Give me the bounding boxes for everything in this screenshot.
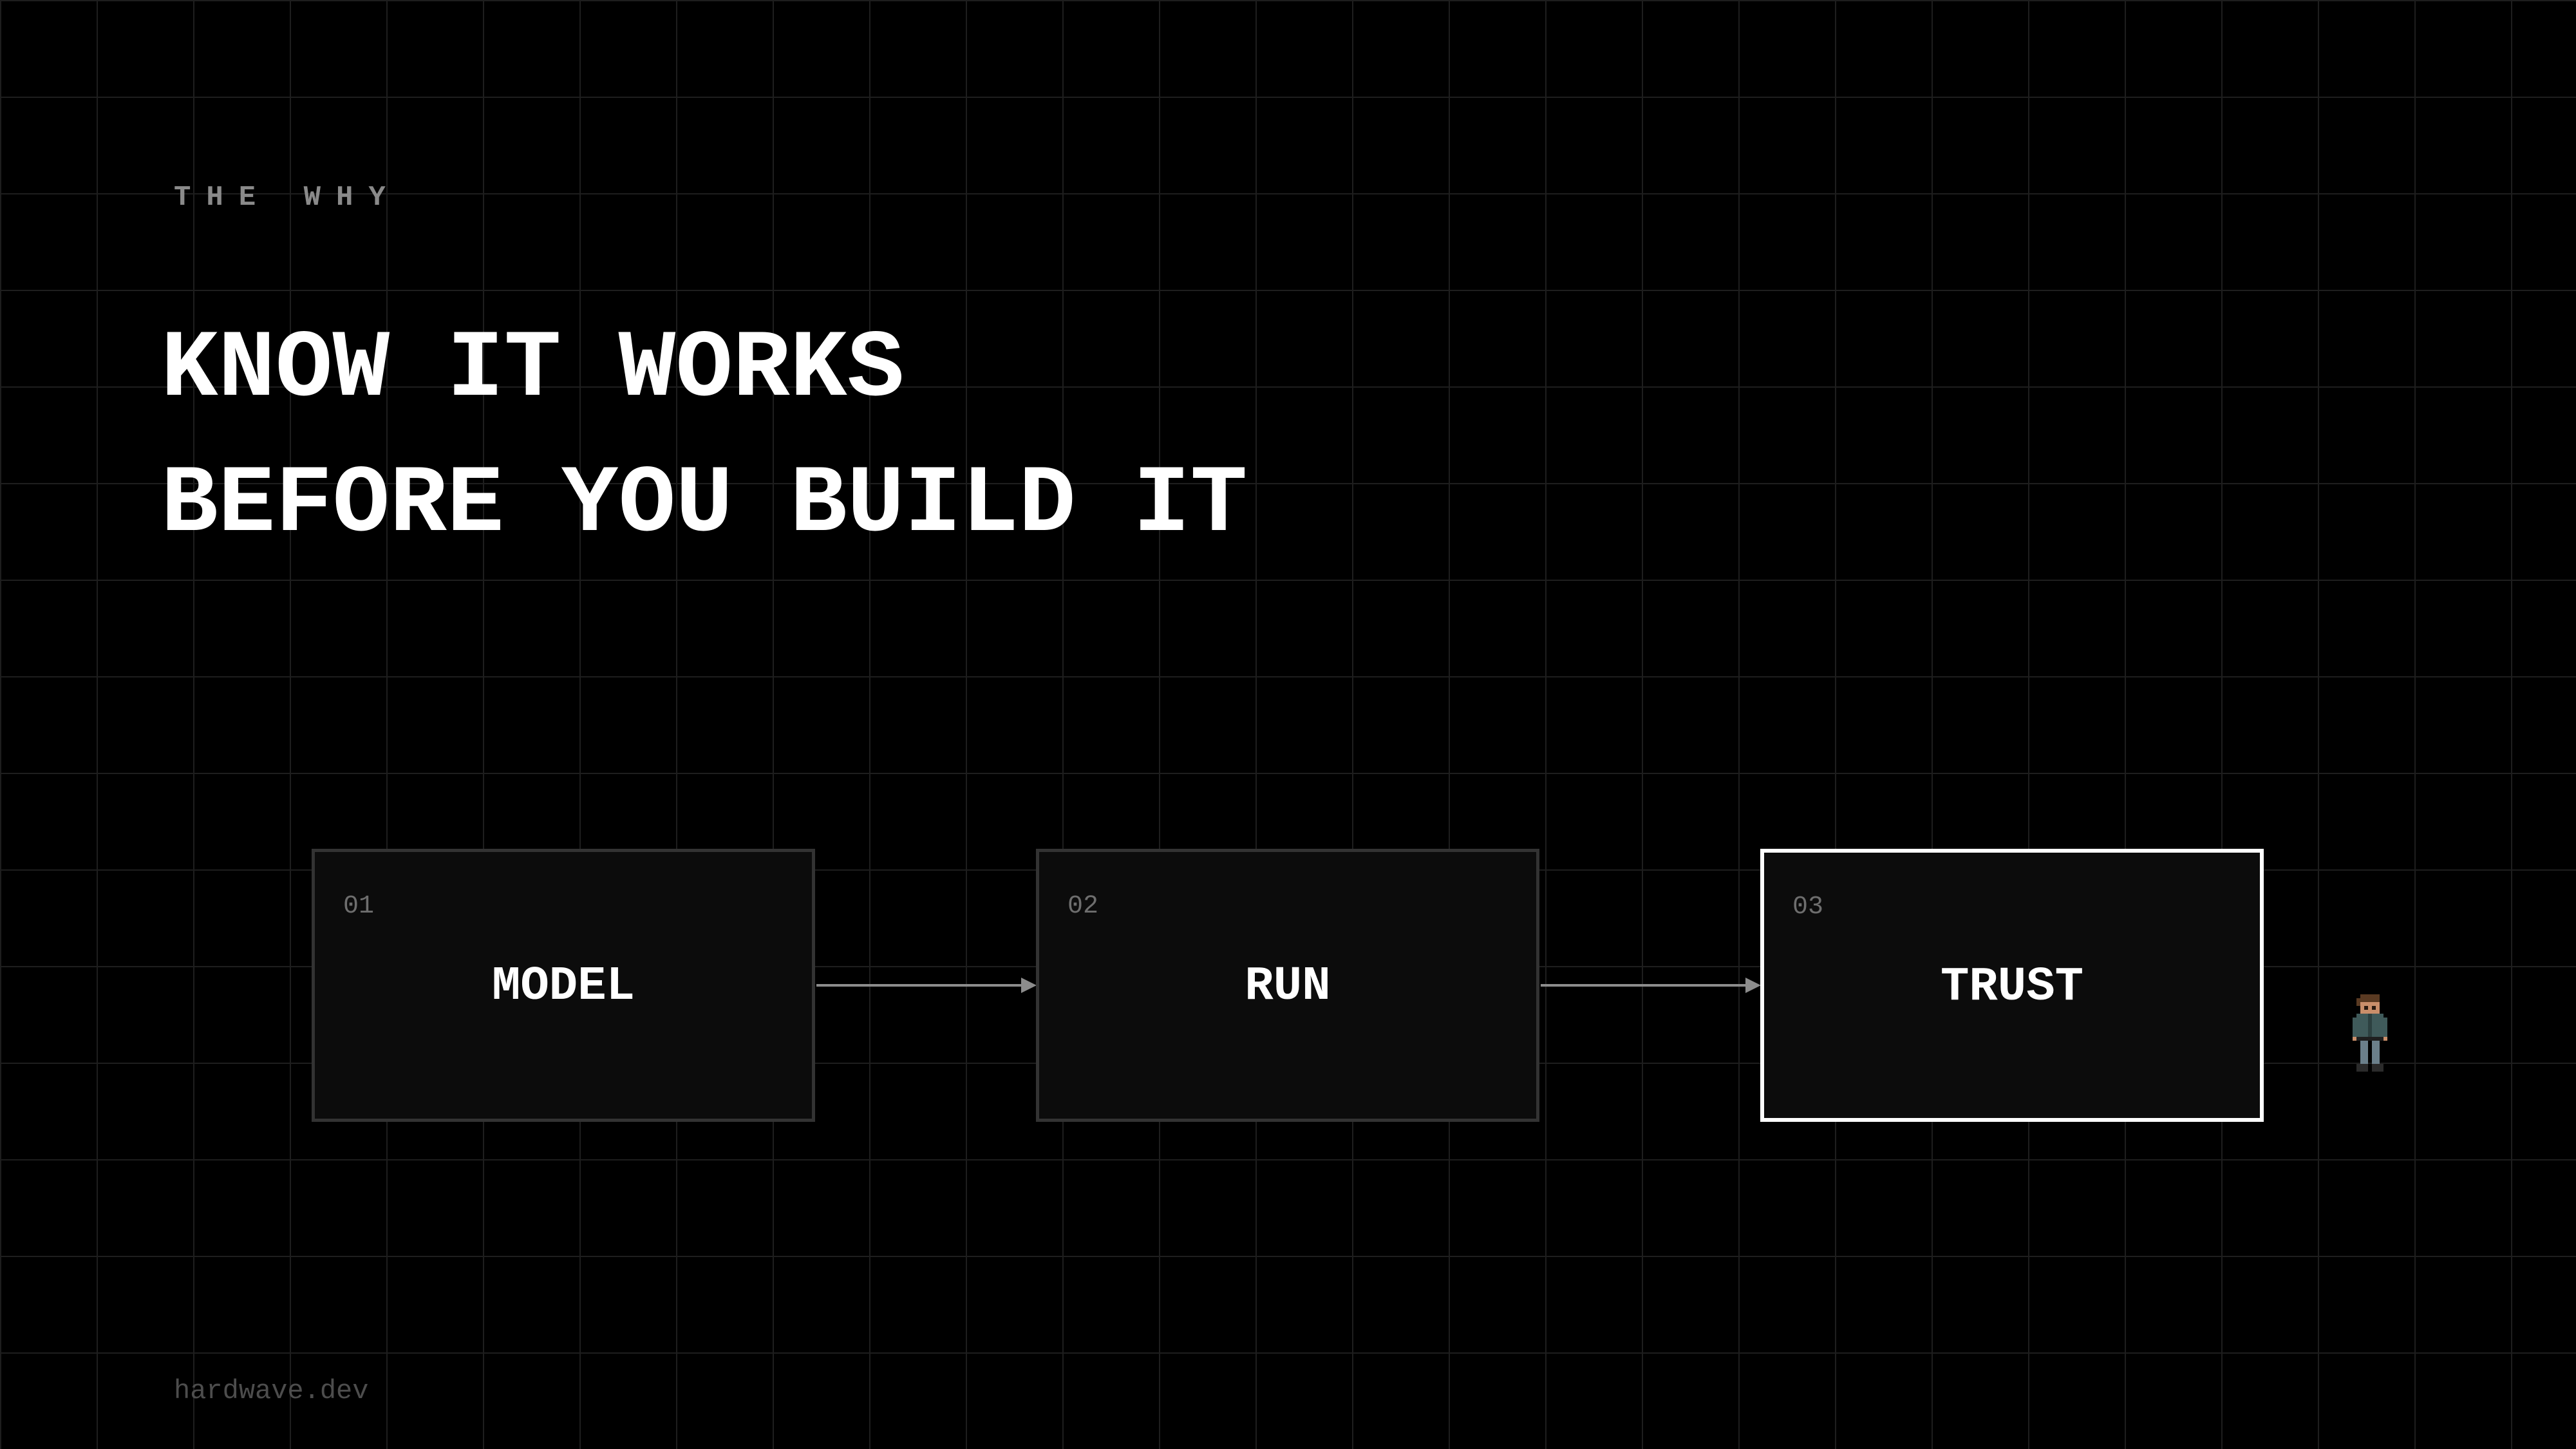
slide-headline: KNOW IT WORKS BEFORE YOU BUILD IT	[161, 303, 1247, 573]
headline-line-2: BEFORE YOU BUILD IT	[161, 451, 1248, 559]
step-label: MODEL	[491, 960, 635, 1014]
pixel-character-icon	[2353, 994, 2387, 1072]
step-number: 03	[1792, 893, 1824, 922]
arrow-run-to-trust	[1541, 978, 1761, 993]
arrow-model-to-run	[816, 978, 1037, 993]
step-box-model: 01 MODEL	[312, 849, 815, 1122]
footer-domain: hardwave.dev	[174, 1376, 369, 1406]
step-box-run: 02 RUN	[1036, 849, 1539, 1122]
step-label: RUN	[1245, 960, 1331, 1014]
step-box-trust: 03 TRUST	[1760, 849, 2264, 1122]
step-number: 02	[1067, 892, 1099, 921]
headline-line-1: KNOW IT WORKS	[161, 316, 905, 424]
section-eyebrow: THE WHY	[174, 182, 401, 214]
step-label: TRUST	[1940, 960, 2084, 1014]
step-number: 01	[343, 892, 375, 921]
